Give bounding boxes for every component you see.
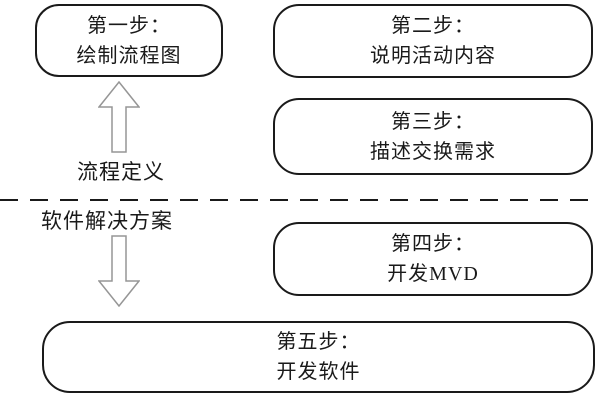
step1-title: 第一步：	[87, 14, 171, 37]
step1-box: 第一步： 绘制流程图	[35, 4, 223, 77]
step3-description: 描述交换需求	[370, 140, 496, 163]
step4-title: 第四步：	[391, 233, 475, 255]
arrow-up-icon	[98, 81, 140, 153]
arrow-down-icon	[98, 235, 140, 307]
step2-title: 第二步：	[391, 15, 475, 37]
section-divider	[0, 199, 600, 201]
step4-box: 第四步： 开发MVD	[273, 222, 593, 296]
software-solution-label: 软件解决方案	[41, 209, 173, 233]
step5-description: 开发软件	[276, 361, 361, 383]
step1-description: 绘制流程图	[76, 44, 182, 67]
step5-title: 第五步：	[276, 331, 361, 353]
process-definition-label: 流程定义	[77, 160, 165, 184]
step2-description: 说明活动内容	[370, 45, 496, 67]
step4-description: 开发MVD	[387, 263, 479, 285]
step5-box: 第五步： 开发软件	[42, 321, 595, 393]
step3-title: 第三步：	[391, 110, 475, 133]
step3-box: 第三步： 描述交换需求	[273, 98, 593, 175]
step2-box: 第二步： 说明活动内容	[273, 4, 593, 78]
